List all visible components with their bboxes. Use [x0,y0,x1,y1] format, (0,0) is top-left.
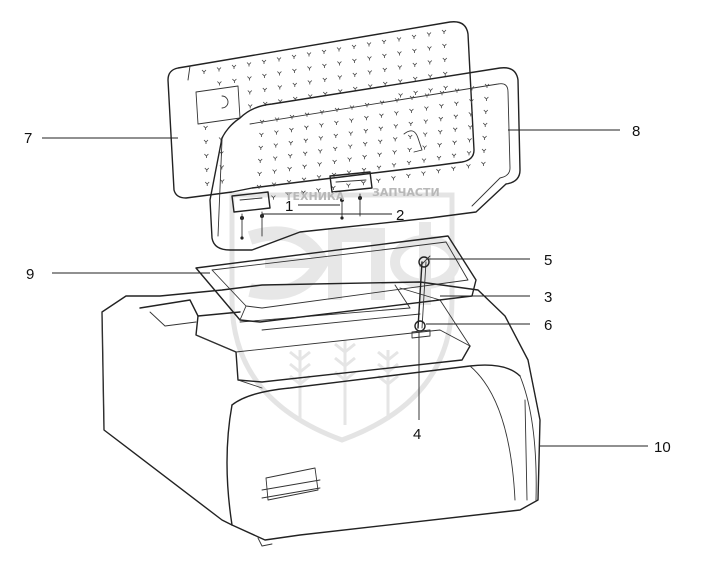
callout-label-8: 8 [632,123,640,140]
callout-label-7: 7 [24,130,32,147]
toolbox-body [101,281,541,547]
seal-frame [195,235,477,323]
callout-label-6: 6 [544,317,552,334]
watermark-text-band: ТЕХНИКА ЗАПЧАСТИ [285,186,440,203]
watermark-shield-outline [229,192,455,443]
rod-top-bracket [418,255,431,268]
callout-label-9: 9 [26,266,34,283]
callout-label-1: 1 [285,198,293,215]
rod-bottom-bracket [411,320,431,339]
callout-labels: 1 2 3 4 5 6 7 8 9 10 [24,123,671,456]
lid-outer-panel [167,21,475,199]
callout-label-3: 3 [544,289,552,306]
watermark-wheat [289,340,399,425]
watermark-logo [229,192,460,443]
callout-label-10: 10 [654,439,671,456]
watermark-text-left: ТЕХНИКА [285,190,345,203]
leader-lines [42,129,648,447]
watermark-text-right: ЗАПЧАСТИ [372,186,440,199]
lid-inner-frame [209,67,521,251]
support-rod [417,261,427,329]
hinge-left [231,191,271,240]
callout-label-4: 4 [413,426,421,443]
lid-perforation-pattern [201,29,448,186]
callout-label-2: 2 [396,207,404,224]
callout-label-5: 5 [544,252,552,269]
